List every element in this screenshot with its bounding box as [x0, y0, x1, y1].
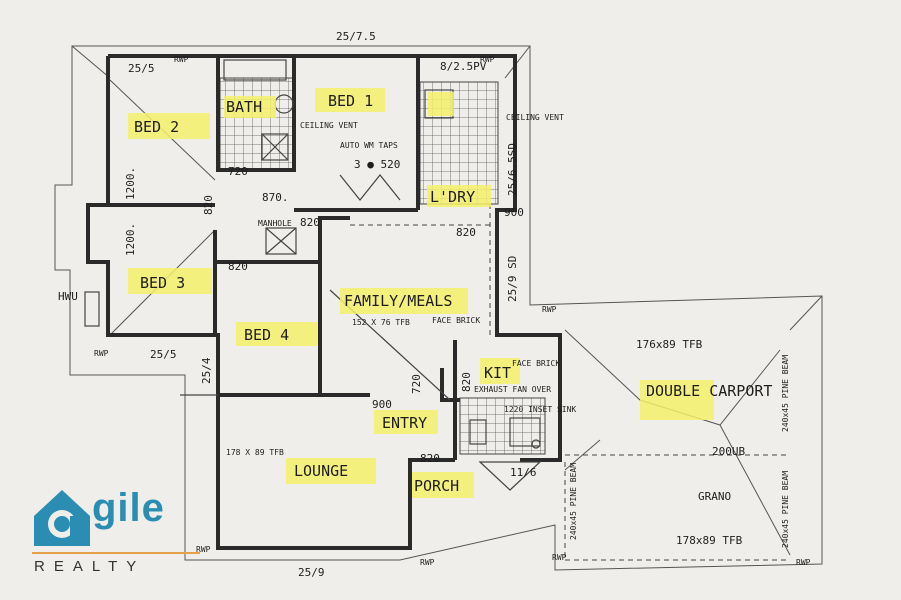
- room-ldry: L'DRY: [430, 188, 475, 206]
- note-face-brick-2: FACE BRICK: [512, 359, 560, 368]
- note-ceiling-vent-left: CEILING VENT: [300, 121, 358, 130]
- dim-top: 25/7.5: [336, 30, 376, 43]
- note-rwp-2: RWP: [480, 55, 495, 64]
- note-tfb-carport-top: 176x89 TFB: [636, 338, 703, 351]
- note-200ub: 200UB: [712, 445, 745, 458]
- note-rwp-8: RWP: [552, 553, 567, 562]
- dim-820-e: 820: [202, 195, 215, 215]
- room-entry: ENTRY: [382, 414, 427, 432]
- house-a-icon: [34, 490, 90, 546]
- room-labels: BATH BED 2 BED 1 L'DRY BED 3 BED 4 FAMIL…: [134, 92, 772, 495]
- room-bed-1: BED 1: [328, 92, 373, 110]
- note-face-brick-1: FACE BRICK: [432, 316, 480, 325]
- logo-tagline: REALTY: [34, 558, 146, 575]
- logo-word: gile: [92, 486, 165, 530]
- dim-top-right: 8/2.5PV: [440, 60, 487, 73]
- note-grano: GRANO: [698, 490, 731, 503]
- dim-25-6-5sd: 25/6.5SD: [506, 143, 519, 196]
- room-double-carport: DOUBLE CARPORT: [646, 382, 772, 400]
- dimension-labels: 25/7.5 25/5 8/2.5PV 25/5 25/9 720 870. 8…: [124, 30, 537, 579]
- dim-820-c: 820: [456, 226, 476, 239]
- dim-11-6: 11/6: [510, 466, 537, 479]
- dim-820-a: 820: [300, 216, 320, 229]
- note-rwp-5: RWP: [196, 545, 211, 554]
- dim-1200-b: 1200.: [124, 223, 137, 256]
- dim-820-b: 820: [228, 260, 248, 273]
- logo-divider: [32, 552, 200, 554]
- note-tfb-family: 152 X 76 TFB: [352, 318, 410, 327]
- dim-25-9sd: 25/9 SD: [506, 256, 519, 302]
- dim-720-b: 720: [410, 374, 423, 394]
- room-lounge: LOUNGE: [294, 462, 348, 480]
- note-rwp-6: RWP: [420, 558, 435, 567]
- note-ceiling-vent-right: CEILING VENT: [506, 113, 564, 122]
- dim-bottom: 25/9: [298, 566, 325, 579]
- dim-left-bottom: 25/5: [150, 348, 177, 361]
- note-tfb-carport-bottom: 178x89 TFB: [676, 534, 743, 547]
- note-rwp-3: RWP: [94, 349, 109, 358]
- dim-720: 720: [228, 165, 248, 178]
- room-bath: BATH: [226, 98, 262, 116]
- room-bed-4: BED 4: [244, 326, 289, 344]
- dim-top-left: 25/5: [128, 62, 155, 75]
- note-auto-wm-taps: AUTO WM TAPS: [340, 141, 398, 150]
- note-exhaust: EXHAUST FAN OVER: [474, 385, 551, 394]
- note-manhole: MANHOLE: [258, 219, 292, 228]
- agile-realty-logo: gile REALTY: [30, 486, 202, 580]
- notes: CEILING VENT CEILING VENT AUTO WM TAPS M…: [58, 55, 811, 567]
- room-kit: KIT: [484, 364, 511, 382]
- dim-520: 3 ● 520: [354, 158, 400, 171]
- dim-900-a: 900: [504, 206, 524, 219]
- room-porch: PORCH: [414, 477, 459, 495]
- room-bed-3: BED 3: [140, 274, 185, 292]
- dim-870: 870.: [262, 191, 289, 204]
- note-hwu: HWU: [58, 290, 78, 303]
- note-pine-beam-1: 240x45 PINE BEAM: [781, 355, 790, 432]
- kitchen-tiles: [459, 397, 546, 455]
- dim-900-b: 900: [372, 398, 392, 411]
- note-rwp-7: RWP: [796, 558, 811, 567]
- note-sink: 1220 INSET SINK: [504, 405, 576, 414]
- note-tfb-lounge: 178 X 89 TFB: [226, 448, 284, 457]
- room-family-meals: FAMILY/MEALS: [344, 292, 452, 310]
- note-pine-beam-3: 240x45 PINE BEAM: [569, 463, 578, 540]
- note-pine-beam-2: 240x45 PINE BEAM: [781, 471, 790, 548]
- note-rwp-1: RWP: [174, 55, 189, 64]
- bath-tiles: [219, 77, 295, 171]
- dim-820-f: 820: [460, 372, 473, 392]
- dim-1200-a: 1200.: [124, 167, 137, 200]
- highlights: [128, 88, 714, 498]
- room-bed-2: BED 2: [134, 118, 179, 136]
- dim-25-4: 25/4: [200, 357, 213, 384]
- walls: [86, 54, 562, 550]
- dim-820-d: 820: [420, 452, 440, 465]
- note-rwp-4: RWP: [542, 305, 557, 314]
